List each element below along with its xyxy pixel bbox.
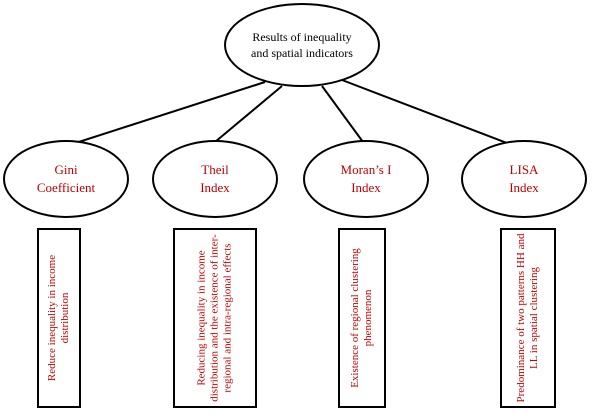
root-title-line1: Results of inequality — [252, 30, 352, 44]
root-ellipse: Results of inequality and spatial indica… — [224, 3, 380, 87]
gini-result-box: Reduce inequality in income distribution — [37, 228, 81, 408]
moran-ellipse: Moran’s I Index — [303, 140, 429, 218]
theil-name-line2: Index — [200, 180, 230, 195]
lisa-name-line1: LISA — [509, 162, 539, 177]
gini-name-line1: Gini — [54, 162, 78, 177]
moran-name-line2: Index — [351, 180, 381, 195]
lisa-name-line2: Index — [509, 180, 539, 195]
lisa-result-text: Predominance of two patterns HH and LL i… — [515, 233, 540, 403]
connector-theil — [214, 85, 283, 143]
moran-result-text: Existence of regional clustering phenome… — [349, 248, 374, 388]
moran-result-box: Existence of regional clustering phenome… — [338, 228, 386, 408]
theil-result-text: Reducing inequality in income distributi… — [195, 234, 234, 402]
connector-lisa — [341, 79, 521, 149]
theil-name-line1: Theil — [201, 162, 229, 177]
gini-ellipse: Gini Coefficient — [3, 140, 129, 218]
theil-result-box: Reducing inequality in income distributi… — [173, 228, 257, 408]
connector-gini — [59, 81, 266, 149]
connector-moran — [321, 85, 364, 143]
lisa-result-box: Predominance of two patterns HH and LL i… — [500, 228, 556, 408]
moran-name-line1: Moran’s I — [340, 162, 392, 177]
root-title-line2: and spatial indicators — [251, 46, 353, 60]
theil-ellipse: Theil Index — [152, 140, 278, 218]
lisa-ellipse: LISA Index — [461, 140, 587, 218]
gini-result-text: Reduce inequality in income distribution — [46, 254, 71, 382]
gini-name-line2: Coefficient — [36, 180, 96, 195]
